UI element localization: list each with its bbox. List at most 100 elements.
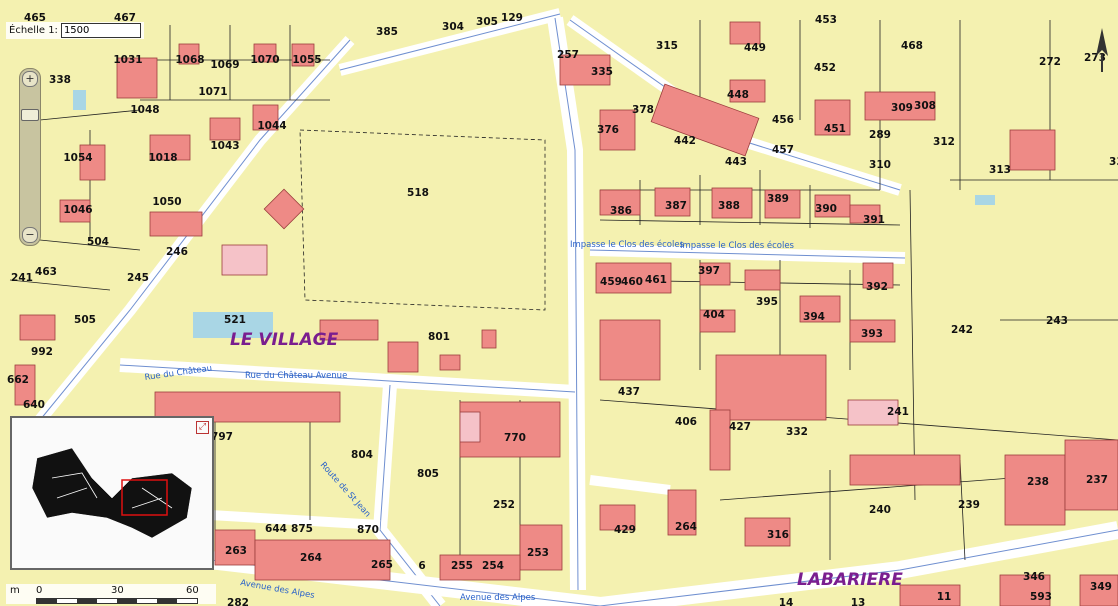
scale-bar-graphic — [36, 598, 198, 604]
parcel-number: 289 — [869, 129, 891, 141]
place-label-labariere: LABARIERE — [797, 570, 903, 590]
scale-control: Échelle 1: — [6, 22, 144, 39]
parcel-number: 308 — [914, 100, 936, 112]
parcel-number: 465 — [24, 12, 46, 24]
parcel-number: 443 — [725, 156, 747, 168]
north-arrow-icon — [1096, 28, 1108, 72]
scale-bar-tick: 60 — [186, 585, 199, 596]
parcel-number: 770 — [504, 432, 526, 444]
parcel-number: 254 — [482, 560, 504, 572]
parcel-number: 245 — [127, 272, 149, 284]
street-label: Avenue des Alpes — [460, 593, 536, 603]
parcel-number: 255 — [451, 560, 473, 572]
parcel-number: 442 — [674, 135, 696, 147]
parcel-number: 449 — [744, 42, 766, 54]
parcel-number: 1068 — [175, 54, 204, 66]
parcel-number: 505 — [74, 314, 96, 326]
zoom-slider[interactable]: + − — [19, 68, 41, 246]
parcel-number: 456 — [772, 114, 794, 126]
parcel-number: 273 — [1084, 52, 1106, 64]
parcel-number: 282 — [227, 597, 249, 606]
parcel-number: 349 — [1090, 581, 1112, 593]
parcel-number: 304 — [442, 21, 464, 33]
parcel-number: 237 — [1086, 474, 1108, 486]
parcel-number: 243 — [1046, 315, 1068, 327]
parcel-number: 1070 — [250, 54, 279, 66]
parcel-number: 246 — [166, 246, 188, 258]
parcel-number: 394 — [803, 311, 825, 323]
parcel-number: 461 — [645, 274, 667, 286]
parcel-number: 387 — [665, 200, 687, 212]
parcel-number: 239 — [958, 499, 980, 511]
parcel-number: 518 — [407, 187, 429, 199]
parcel-number: 240 — [869, 504, 891, 516]
parcel-number: 129 — [501, 12, 523, 24]
parcel-number: 875 — [291, 523, 313, 535]
parcel-number: 391 — [863, 214, 885, 226]
parcel-number: 459 — [600, 276, 622, 288]
parcel-number: 263 — [225, 545, 247, 557]
parcel-number: 1055 — [292, 54, 321, 66]
scale-bar-tick: 0 — [36, 585, 43, 596]
parcel-number: 310 — [869, 159, 891, 171]
parcel-number: 6 — [418, 560, 425, 572]
parcel-number: 378 — [632, 104, 654, 116]
parcel-number: 252 — [493, 499, 515, 511]
parcel-number: 1048 — [130, 104, 159, 116]
parcel-number: 338 — [49, 74, 71, 86]
parcel-number: 309 — [891, 102, 913, 114]
parcel-number: 386 — [610, 205, 632, 217]
parcel-number: 640 — [23, 399, 45, 411]
parcel-number: 404 — [703, 309, 725, 321]
parcel-number: 452 — [814, 62, 836, 74]
parcel-number: 392 — [866, 281, 888, 293]
parcel-number: 332 — [786, 426, 808, 438]
parcel-number: 1018 — [148, 152, 177, 164]
parcel-number: 11 — [937, 591, 952, 603]
scale-bar-unit: m — [10, 585, 20, 596]
parcel-number: 801 — [428, 331, 450, 343]
parcel-number: 1050 — [152, 196, 181, 208]
parcel-number: 257 — [557, 49, 579, 61]
parcel-number: 437 — [618, 386, 640, 398]
parcel-number: 1046 — [63, 204, 92, 216]
scale-bar: m 0 30 60 — [6, 584, 216, 604]
zoom-out-icon[interactable]: − — [22, 227, 38, 243]
zoom-in-icon[interactable]: + — [22, 71, 38, 87]
parcel-number: 272 — [1039, 56, 1061, 68]
parcel-number: 376 — [597, 124, 619, 136]
parcel-number: 521 — [224, 314, 246, 326]
scale-bar-tick: 30 — [111, 585, 124, 596]
parcel-number: 264 — [300, 552, 322, 564]
parcel-number: 241 — [887, 406, 909, 418]
parcel-number: 305 — [476, 16, 498, 28]
parcel-number: 335 — [591, 66, 613, 78]
parcel-number: 393 — [861, 328, 883, 340]
parcel-number: 662 — [7, 374, 29, 386]
expand-icon[interactable]: ⤢ — [196, 421, 209, 434]
parcel-number: 315 — [656, 40, 678, 52]
parcel-number: 429 — [614, 524, 636, 536]
parcel-number: 427 — [729, 421, 751, 433]
parcel-number: 397 — [698, 265, 720, 277]
scale-label: Échelle 1: — [9, 25, 58, 36]
parcel-number: 1044 — [257, 120, 286, 132]
scale-input[interactable] — [60, 23, 141, 38]
parcel-number: 593 — [1030, 591, 1052, 603]
parcel-number: 805 — [417, 468, 439, 480]
parcel-number: 385 — [376, 26, 398, 38]
parcel-number: 264 — [675, 521, 697, 533]
overview-map-image — [31, 447, 193, 539]
parcel-number: 504 — [87, 236, 109, 248]
street-label: Impasse le Clos des écoles — [680, 240, 795, 251]
overview-map[interactable]: ⤢ — [10, 416, 214, 570]
parcel-number: 265 — [371, 559, 393, 571]
parcel-number: 467 — [114, 12, 136, 24]
parcel-number: 312 — [933, 136, 955, 148]
parcel-number: 797 — [211, 431, 233, 443]
parcel-number: 390 — [815, 203, 837, 215]
parcel-number: 335 — [1109, 156, 1118, 168]
zoom-slider-thumb[interactable] — [21, 109, 39, 121]
